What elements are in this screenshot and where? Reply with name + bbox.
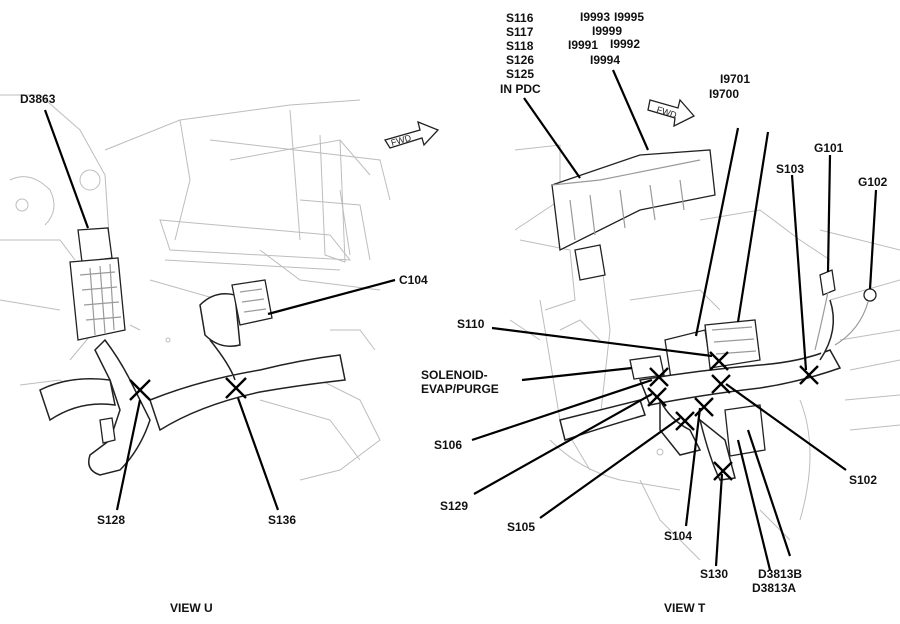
label-s136: S136 <box>268 513 296 527</box>
ground-g102 <box>834 288 877 346</box>
fwd-arrow-u: FWD <box>383 120 440 149</box>
label-i9992: I9992 <box>610 37 640 51</box>
label-s102: S102 <box>849 473 877 487</box>
label-c104: C104 <box>399 273 428 287</box>
splice-s129-marker <box>649 367 669 387</box>
label-i9995: I9995 <box>614 10 644 24</box>
label-i9993: I9993 <box>580 10 610 24</box>
harness-view-t <box>559 299 842 481</box>
view-u-title: VIEW U <box>170 601 213 615</box>
label-solenoid-line2: EVAP/PURGE <box>421 382 499 396</box>
label-s104: S104 <box>664 529 692 543</box>
module-d3863 <box>69 227 126 341</box>
label-i9994: I9994 <box>590 53 620 67</box>
i-block-labels: I9993 I9995 I9999 I9991 I9992 I9994 <box>568 10 644 67</box>
label-g101: G101 <box>814 141 844 155</box>
label-s106: S106 <box>434 438 462 452</box>
label-s116: S116 <box>506 11 534 25</box>
label-s126: S126 <box>506 53 534 67</box>
splice-markers-view-t <box>647 351 819 481</box>
fwd-text-u: FWD <box>390 133 413 148</box>
label-s130: S130 <box>700 567 728 581</box>
label-i9991: I9991 <box>568 38 598 52</box>
splice-s103-marker <box>799 365 819 385</box>
pdc-splice-labels: S116 S117 S118 S126 S125 IN PDC <box>500 11 541 96</box>
leaders-view-t <box>471 69 878 571</box>
connector-c104 <box>231 279 273 326</box>
label-d3863: D3863 <box>20 92 56 106</box>
label-i9701: I9701 <box>720 72 750 86</box>
view-t-title: VIEW T <box>664 601 706 615</box>
fwd-arrow-t: FWD <box>647 98 696 128</box>
label-s117: S117 <box>506 25 534 39</box>
splice-center-marker <box>711 374 731 394</box>
splice-s130-marker <box>713 461 733 481</box>
splice-s105-marker <box>675 411 695 431</box>
label-s125: S125 <box>506 67 534 81</box>
splice-s110-marker <box>709 351 729 371</box>
view-u-background <box>0 94 391 481</box>
label-s103: S103 <box>776 162 804 176</box>
splice-s136-marker <box>225 377 247 399</box>
label-d3813a: D3813A <box>752 581 796 595</box>
harness-view-u <box>39 293 346 476</box>
splice-s106-marker <box>647 387 667 407</box>
pdc-box <box>551 149 716 281</box>
leaders-view-u <box>43 109 396 511</box>
label-g102: G102 <box>858 175 888 189</box>
label-i9999: I9999 <box>592 24 622 38</box>
label-s128: S128 <box>97 513 125 527</box>
label-d3813b: D3813B <box>758 567 802 581</box>
label-i9700: I9700 <box>709 87 739 101</box>
splice-s104-marker <box>694 397 714 417</box>
label-solenoid-line1: SOLENOID- <box>421 368 488 382</box>
label-s129: S129 <box>440 499 468 513</box>
splice-s128-marker <box>129 379 151 401</box>
label-s110: S110 <box>457 317 485 331</box>
label-in-pdc: IN PDC <box>500 82 541 96</box>
label-s118: S118 <box>506 39 534 53</box>
label-s105: S105 <box>507 520 535 534</box>
